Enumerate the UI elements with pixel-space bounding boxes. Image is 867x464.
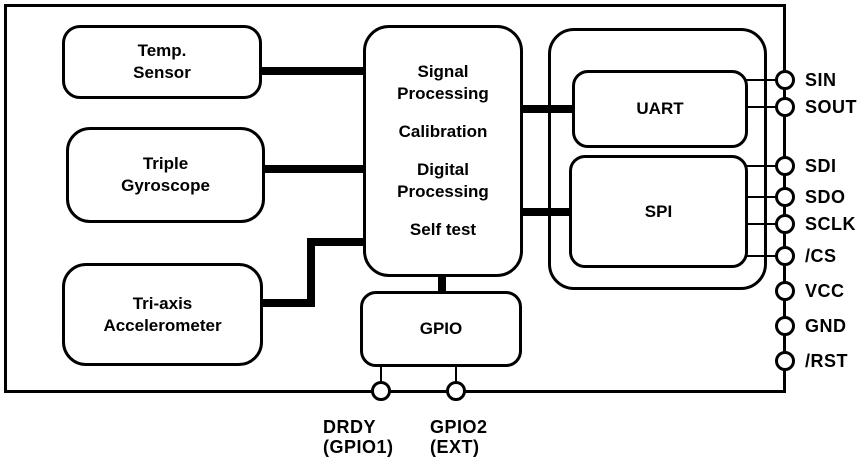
block-triaxis-accelerometer: Tri-axis Accelerometer — [62, 263, 263, 366]
block-triple-gyroscope: Triple Gyroscope — [66, 127, 265, 223]
processing-label-stack: Signal Processing Calibration Digital Pr… — [366, 61, 520, 241]
block-processing: Signal Processing Calibration Digital Pr… — [363, 25, 523, 277]
pin-drdy — [371, 381, 391, 401]
signal-processing-label: Signal Processing — [397, 62, 489, 103]
self-test-label: Self test — [409, 220, 477, 239]
wire-spi-sdo — [745, 196, 780, 198]
pin-label-sin: SIN — [805, 70, 837, 90]
pin-sin — [775, 70, 795, 90]
pin-gpio2 — [446, 381, 466, 401]
pin-label-sdo: SDO — [805, 187, 846, 207]
pin-label-sclk: SCLK — [805, 214, 856, 234]
connector-temp-to-processing — [259, 67, 365, 75]
pin-sdi — [775, 156, 795, 176]
pin-sdo — [775, 187, 795, 207]
block-uart: UART — [572, 70, 748, 148]
spi-label: SPI — [644, 201, 673, 221]
pin-label-sout: SOUT — [805, 97, 858, 117]
pin-sout — [775, 97, 795, 117]
gyroscope-label: Triple Gyroscope — [121, 154, 210, 195]
calibration-label: Calibration — [398, 122, 488, 141]
pin-label-rst: /RST — [805, 351, 849, 371]
wire-spi-sdi — [745, 165, 780, 167]
connector-accel-to-processing — [307, 238, 365, 246]
block-temp-sensor: Temp. Sensor — [62, 25, 262, 99]
connector-processing-to-uart — [520, 105, 574, 113]
connector-processing-to-gpio — [438, 273, 446, 293]
block-spi: SPI — [569, 155, 748, 268]
pin-label-cs: /CS — [805, 246, 837, 266]
connector-accel-vertical — [307, 238, 315, 307]
pin-label-drdy: DRDY (GPIO1) — [323, 417, 394, 457]
digital-processing-label: Digital Processing — [397, 160, 489, 201]
wire-gpio-gpio2 — [455, 365, 457, 387]
pin-label-gpio2: GPIO2 (EXT) — [430, 417, 488, 457]
pin-cs — [775, 246, 795, 266]
wire-spi-cs — [745, 255, 780, 257]
block-gpio: GPIO — [360, 291, 522, 367]
connector-gyro-to-processing — [262, 165, 365, 173]
pin-label-sdi: SDI — [805, 156, 837, 176]
uart-label: UART — [636, 99, 684, 118]
connector-processing-to-spi — [520, 208, 571, 216]
pin-label-vcc: VCC — [805, 281, 845, 301]
wire-spi-sclk — [745, 223, 780, 225]
pin-label-gpio2-sub: (EXT) — [430, 437, 480, 457]
accelerometer-label: Tri-axis Accelerometer — [103, 293, 222, 335]
pin-rst — [775, 351, 795, 371]
connector-accel-horizontal — [260, 299, 314, 307]
gpio-label: GPIO — [419, 319, 463, 338]
pin-label-drdy-sub: (GPIO1) — [323, 437, 394, 457]
wire-uart-sin — [745, 79, 780, 81]
temp-sensor-label: Temp. Sensor — [133, 41, 191, 82]
wire-gpio-drdy — [380, 365, 382, 387]
pin-vcc — [775, 281, 795, 301]
pin-label-drdy-main: DRDY — [323, 417, 377, 437]
pin-sclk — [775, 214, 795, 234]
pin-gnd — [775, 316, 795, 336]
pin-label-gnd: GND — [805, 316, 847, 336]
pin-label-gpio2-main: GPIO2 — [430, 417, 488, 437]
wire-uart-sout — [745, 106, 780, 108]
